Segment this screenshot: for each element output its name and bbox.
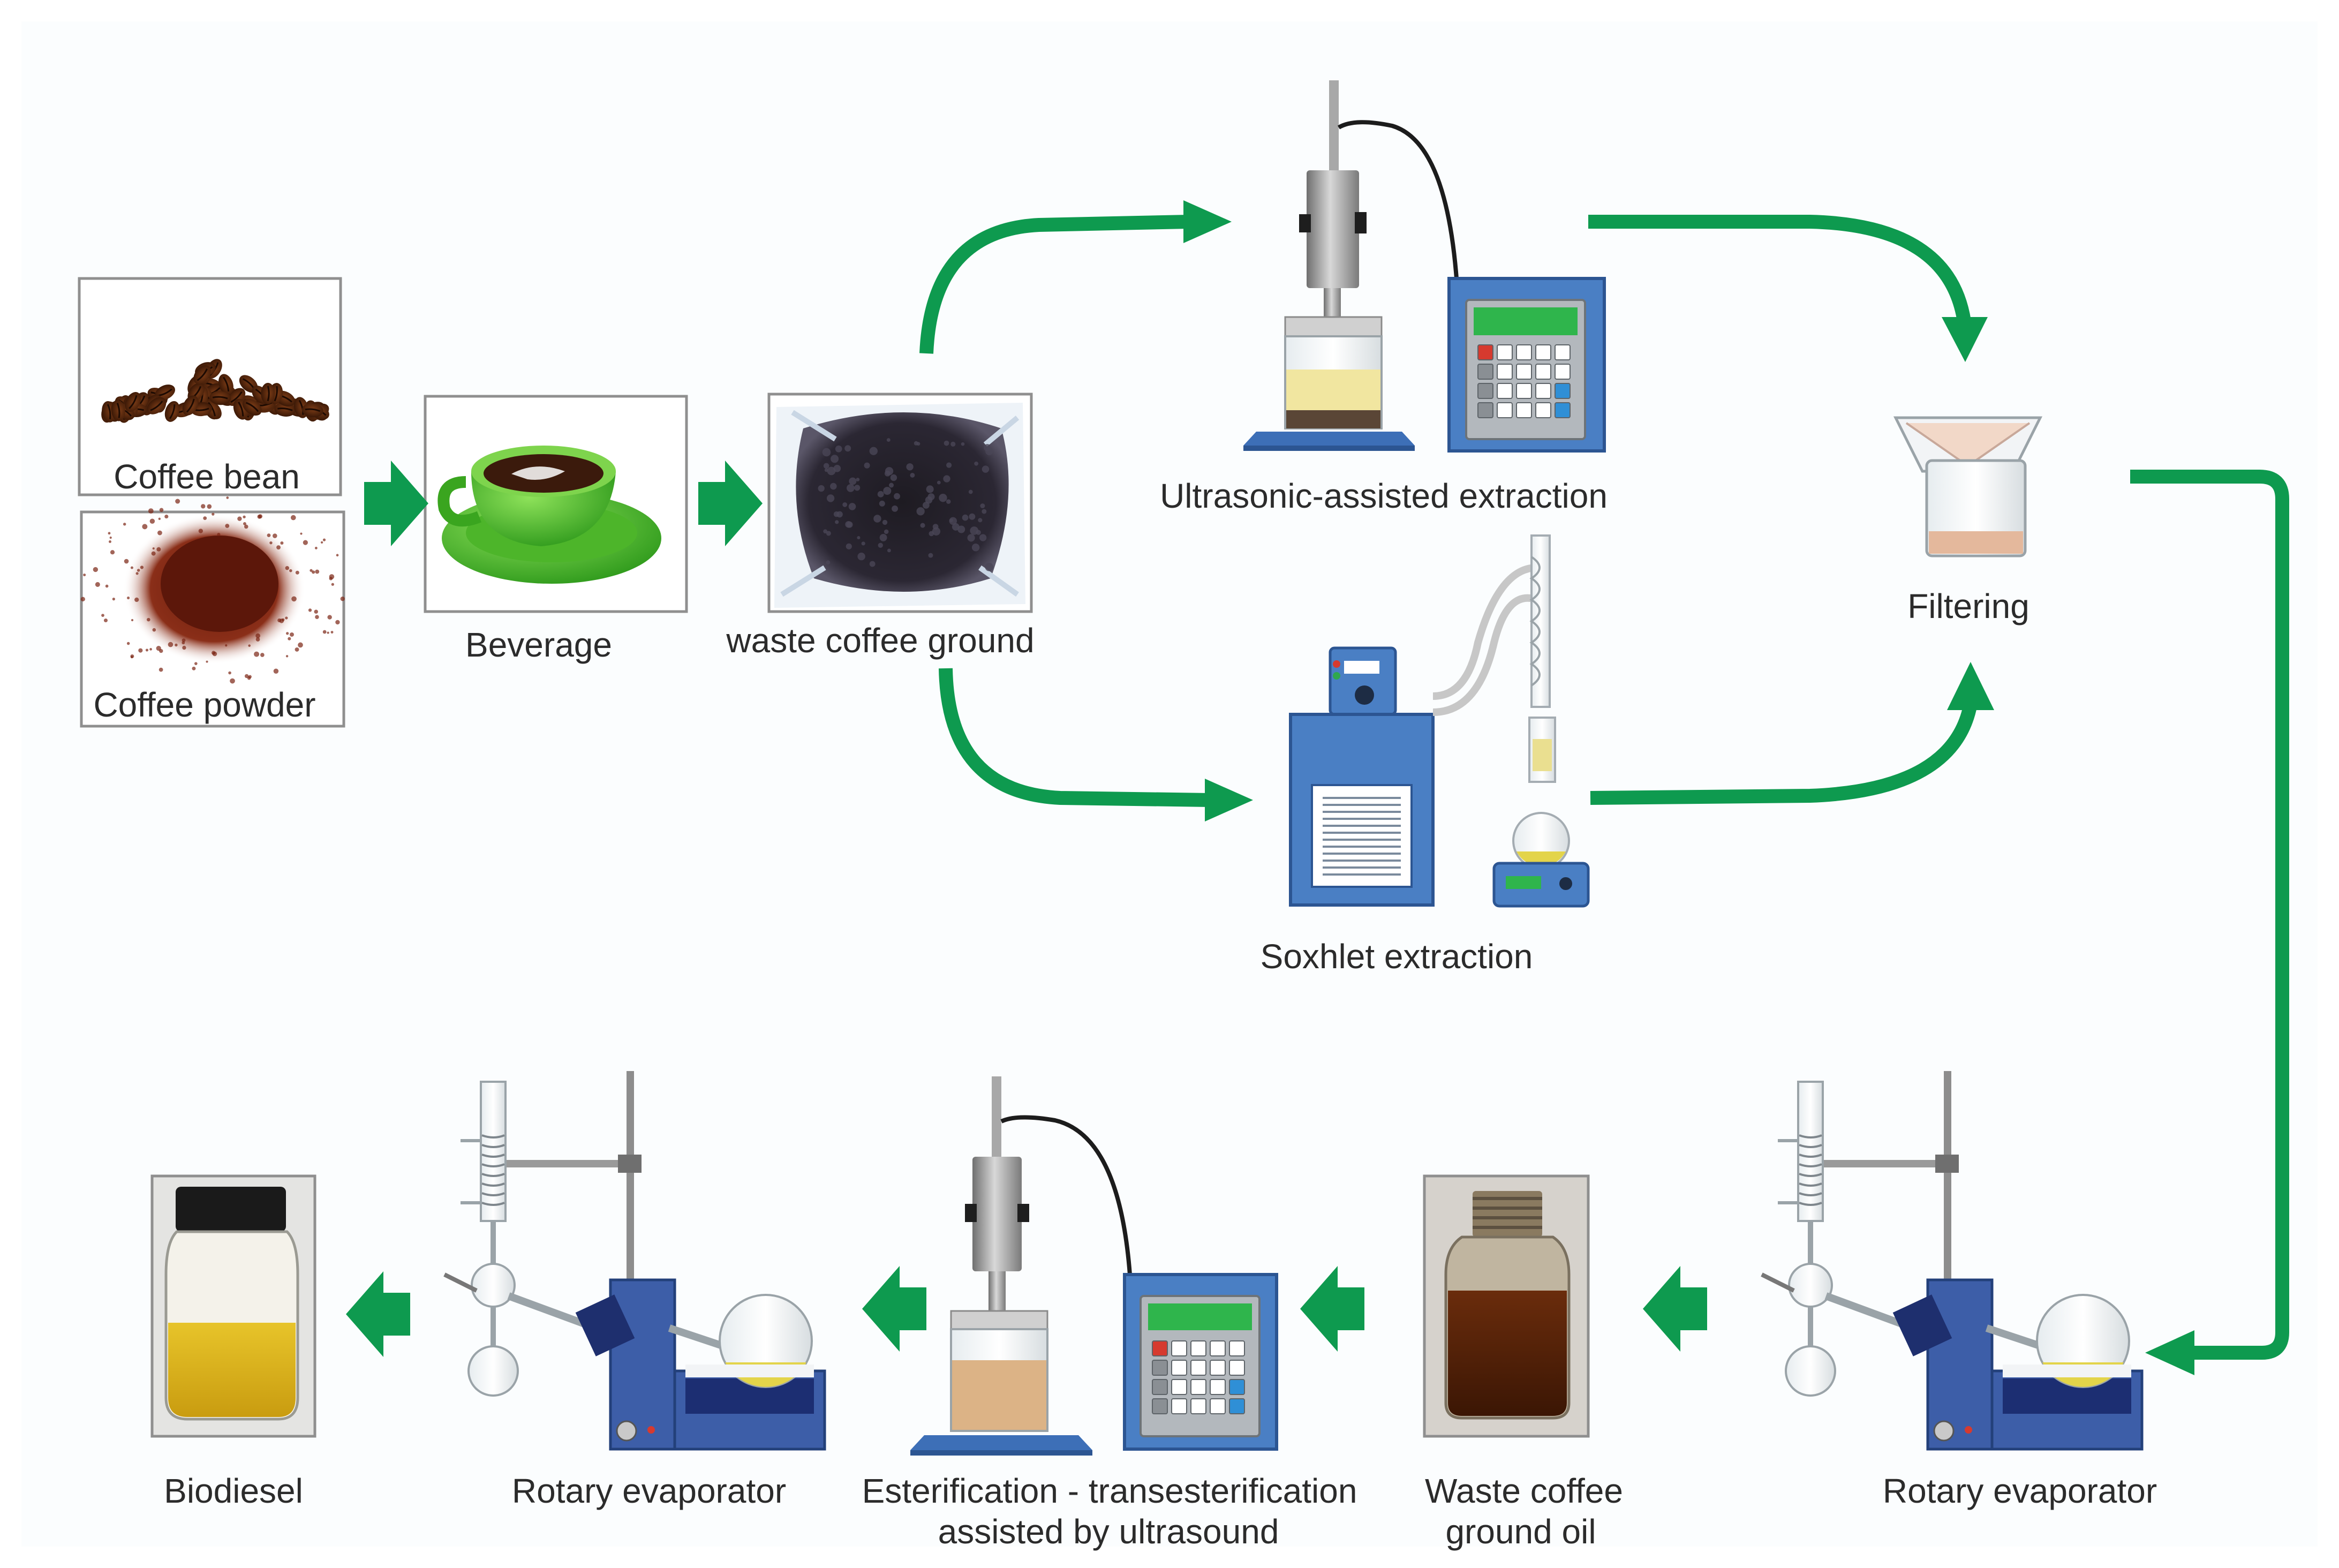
flow-arrows xyxy=(346,200,2289,1375)
coffee-powder-photo xyxy=(80,496,345,728)
oil-bottle-photo xyxy=(1423,1174,1590,1438)
coffee-bean-photo xyxy=(78,277,342,496)
coffee-cup-icon xyxy=(424,395,688,613)
arrow-to-beverage xyxy=(364,461,428,546)
label-rotary-evaporator-right: Rotary evaporator xyxy=(1882,1472,2157,1510)
label-soxhlet-extraction: Soxhlet extraction xyxy=(1260,937,1533,976)
filter-beaker-icon xyxy=(1893,416,2043,557)
arrow-to-soxhlet xyxy=(939,668,1211,807)
arrow-to-waste xyxy=(698,461,763,546)
ultrasonic-probe-icon xyxy=(910,1076,1278,1456)
label-oil-line1: Waste coffee xyxy=(1425,1472,1623,1510)
arrow-filter-to-rotary xyxy=(2130,470,2289,1360)
arrow-soxhlet-to-filter xyxy=(1590,702,1978,805)
label-oil-line2: ground oil xyxy=(1445,1512,1596,1551)
label-coffee-bean: Coffee bean xyxy=(114,457,300,496)
arrow-to-biodiesel xyxy=(346,1271,410,1357)
label-rotary-evaporator-left: Rotary evaporator xyxy=(511,1472,787,1510)
arrow-to-esterification xyxy=(1300,1266,1364,1352)
rotary-evaporator-icon xyxy=(1761,1071,2144,1451)
label-coffee-powder: Coffee powder xyxy=(93,685,316,724)
ultrasonic-probe-icon xyxy=(1243,80,1606,453)
arrow-to-oil xyxy=(1643,1266,1707,1352)
soxhlet-apparatus-icon xyxy=(1289,534,1590,908)
label-esterification-line1: Esterification - transesterification xyxy=(862,1472,1357,1510)
arrow-ultrasonic-to-filter xyxy=(1588,215,1971,323)
waste-coffee-filter-photo xyxy=(767,393,1033,613)
label-esterification-line2: assisted by ultrasound xyxy=(938,1512,1279,1551)
arrow-to-rotary-left xyxy=(862,1266,926,1352)
label-waste-coffee-ground: waste coffee ground xyxy=(726,621,1035,660)
label-biodiesel: Biodiesel xyxy=(164,1472,303,1510)
label-filtering: Filtering xyxy=(1907,587,2029,625)
arrow-to-ultrasonic xyxy=(919,215,1189,354)
label-ultrasonic-extraction: Ultrasonic-assisted extraction xyxy=(1160,477,1608,515)
biodiesel-jar-photo xyxy=(150,1174,316,1438)
label-beverage: Beverage xyxy=(465,625,612,664)
rotary-evaporator-icon xyxy=(443,1071,826,1451)
